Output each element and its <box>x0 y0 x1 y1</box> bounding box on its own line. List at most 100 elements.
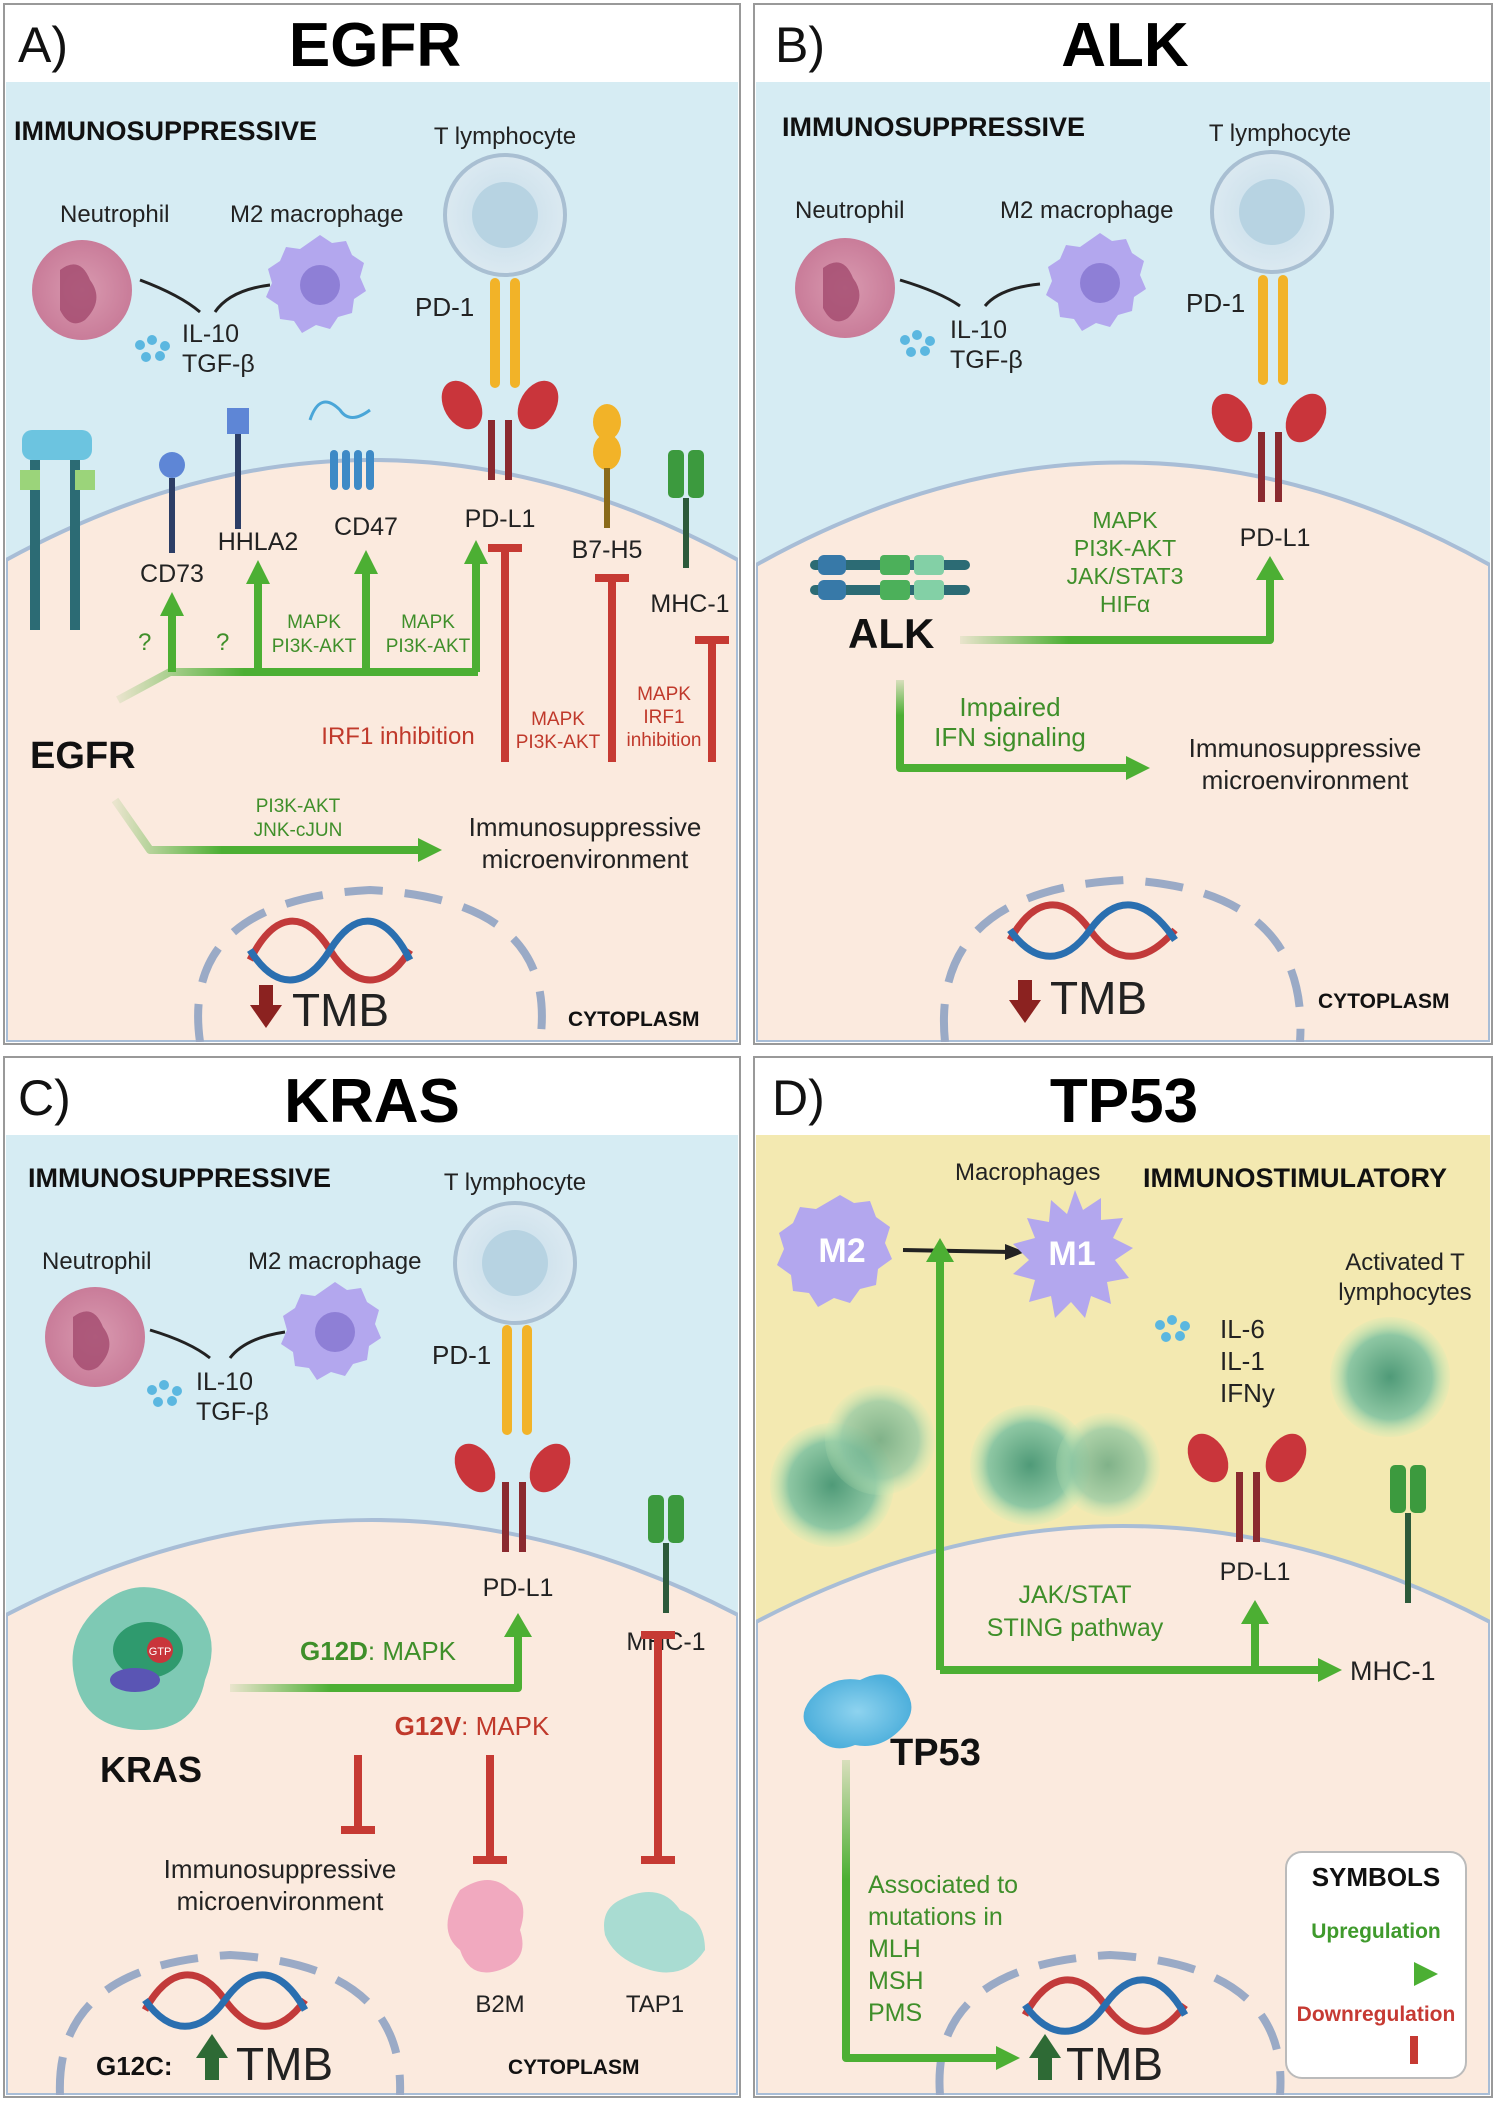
activated-t-cell <box>1330 1317 1450 1437</box>
dna-helix <box>141 1971 309 2030</box>
assoc-msh: MSH <box>868 1967 924 1995</box>
mhc1-receptor <box>1390 1465 1426 1603</box>
cd47-path-pi3k: PI3K-AKT <box>386 636 471 657</box>
panel-b-letter: B) <box>775 17 825 73</box>
panel-d: D) TP53 Macrophages IMMUNOSTIMULATORY M2… <box>753 1056 1493 2098</box>
g12v-label: G12V: MAPK <box>395 1711 550 1741</box>
egfr-upregulation-arrows <box>116 540 488 704</box>
assoc-line1: Associated to <box>868 1871 1018 1899</box>
cytokine-il1: IL-1 <box>1220 1346 1265 1376</box>
microenv-line1: Immunosuppressive <box>469 812 702 842</box>
g12v-pathway: : MAPK <box>461 1711 550 1741</box>
hhla2-label: HHLA2 <box>218 528 299 556</box>
g12d-upregulation-arrow <box>230 1613 532 1692</box>
t-cell-label: T lymphocyte <box>1209 120 1351 147</box>
impaired-label: Impaired <box>959 692 1060 722</box>
cd73-receptor <box>159 452 185 553</box>
kras-protein-icon: GTP <box>72 1587 212 1730</box>
neutrophil-nucleus <box>60 264 97 324</box>
mhc1-label: MHC-1 <box>1350 1656 1436 1686</box>
b7h5-path-pi3k: PI3K-AKT <box>516 732 601 753</box>
assoc-line2: mutations in <box>868 1903 1003 1931</box>
environment-label: IMMUNOSTIMULATORY <box>1143 1163 1447 1193</box>
tmb-label: TMB <box>1066 2038 1163 2090</box>
legend-box <box>1285 1851 1467 2079</box>
egfr-downregulation-lines <box>160 544 729 766</box>
alk-path-hif: HIFα <box>1100 591 1150 617</box>
neutrophil-label: Neutrophil <box>42 1248 151 1275</box>
microenv-line1: Immunosuppressive <box>1189 733 1422 763</box>
mhc1-path-inhibition: inhibition <box>627 730 702 751</box>
driver-egfr-label: EGFR <box>30 735 136 777</box>
dna-helix <box>1021 1976 1189 2035</box>
macrophage-label: M2 macrophage <box>1000 197 1173 224</box>
cd47-path-mapk: MAPK <box>401 612 455 633</box>
alk-path-mapk: MAPK <box>1092 507 1158 533</box>
activated-t-label-2: lymphocytes <box>1338 1279 1471 1306</box>
arrow-macrophage-cytokines <box>213 283 271 313</box>
cd73-label: CD73 <box>140 560 204 588</box>
b7h5-label: B7-H5 <box>572 536 643 564</box>
alk-path-pi3k: PI3K-AKT <box>1074 535 1176 561</box>
t-cell-label: T lymphocyte <box>434 123 576 150</box>
environment-label: IMMUNOSUPPRESSIVE <box>28 1163 331 1193</box>
arrow-macrophage-cytokines <box>983 282 1041 308</box>
pdl1-label: PD-L1 <box>1220 1558 1291 1586</box>
cytokine-tgfb: TGF-β <box>196 1398 269 1426</box>
cytokine-tgfb: TGF-β <box>182 350 255 378</box>
pd1-receptor <box>490 278 520 388</box>
arrow-neutrophil-cytokines <box>149 1328 211 1360</box>
cytokine-il6: IL-6 <box>1220 1314 1265 1344</box>
macrophage-nucleus <box>1080 263 1120 303</box>
legend-title: SYMBOLS <box>1312 1862 1441 1892</box>
panel-b-title: ALK <box>1061 11 1189 80</box>
polarization-arrow <box>902 1248 1011 1254</box>
activated-t-cell <box>825 1385 935 1495</box>
tmb-up-arrow-icon <box>196 2034 228 2080</box>
cytokine-il10: IL-10 <box>950 316 1007 344</box>
pd1-label: PD-1 <box>1186 288 1245 318</box>
legend-down-label: Downregulation <box>1297 2003 1456 2026</box>
cytokine-dots <box>1155 1315 1190 1342</box>
polarization-arrowhead <box>1005 1244 1025 1260</box>
env-path-pi3k: PI3K-AKT <box>256 796 341 817</box>
egfr-receptor-icon <box>20 430 95 630</box>
m2-label: M2 <box>818 1232 865 1270</box>
m1-label: M1 <box>1048 1235 1095 1273</box>
arrow-neutrophil-cytokines <box>899 278 961 308</box>
tmb-down-arrow-icon <box>1009 980 1041 1023</box>
alk-fusion-icon <box>810 555 970 600</box>
hhla2-receptor <box>227 408 249 529</box>
cytokine-ifny: IFNy <box>1220 1378 1275 1408</box>
t-cell-label: T lymphocyte <box>444 1169 586 1196</box>
ifn-signaling-label: IFN signaling <box>934 722 1086 752</box>
g12v-downregulation-lines <box>230 1631 675 1864</box>
mhc1-receptor <box>668 450 704 568</box>
g12d-label: G12D: MAPK <box>300 1636 457 1666</box>
cytokine-dots <box>135 335 170 362</box>
cytokine-il10: IL-10 <box>196 1368 253 1396</box>
neutrophil-nucleus <box>73 1311 110 1371</box>
gtp-label: GTP <box>149 1646 172 1658</box>
tap1-label: TAP1 <box>626 1991 684 2018</box>
panel-d-letter: D) <box>772 1070 825 1126</box>
t-lymphocyte-nucleus <box>482 1230 548 1296</box>
activated-t-cell <box>970 1405 1090 1525</box>
nucleus-envelope <box>935 1950 1285 2095</box>
pdl1-protein <box>1187 1433 1307 1542</box>
tmb-label: TMB <box>292 984 389 1036</box>
panel-c: C) KRAS IMMUNOSUPPRESSIVE T lymphocyte N… <box>3 1056 741 2098</box>
tp53-upregulation-arrows <box>926 1238 1342 1682</box>
arrow-macrophage-cytokines <box>228 1330 286 1359</box>
cytoplasm-label: CYTOPLASM <box>508 2056 639 2079</box>
mhc1-receptor <box>648 1495 684 1613</box>
legend-up-arrowhead <box>1414 1962 1438 1986</box>
g12d-pathway: : MAPK <box>368 1636 457 1666</box>
env-path-jnk: JNK-cJUN <box>254 820 343 841</box>
microenv-line2: microenvironment <box>1202 765 1409 795</box>
mhc1-path-irf1: IRF1 <box>643 707 684 728</box>
macrophages-label: Macrophages <box>955 1159 1100 1186</box>
nucleus-envelope <box>194 885 546 1042</box>
g12d-mutation: G12D <box>300 1636 368 1666</box>
cd47-label: CD47 <box>334 513 398 541</box>
